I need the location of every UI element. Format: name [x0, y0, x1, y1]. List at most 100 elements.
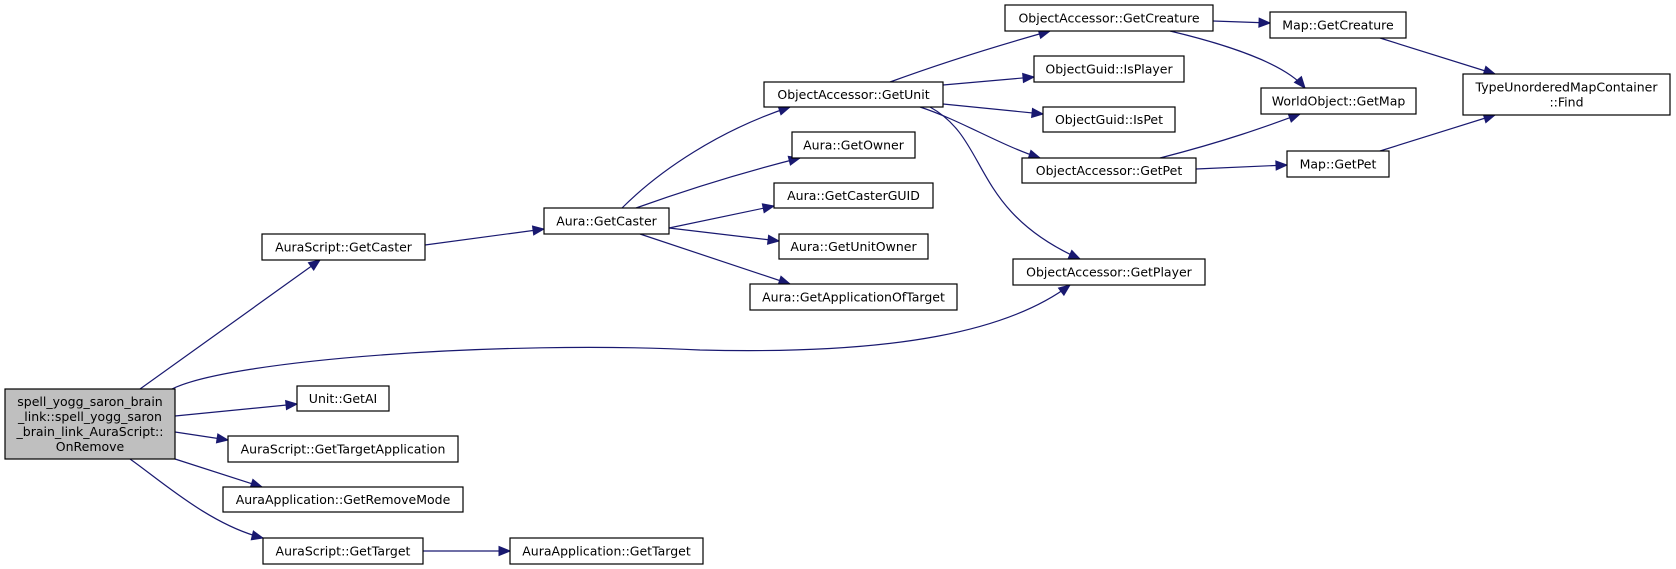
- node-box: [1004, 4, 1214, 32]
- node-box: [773, 182, 934, 209]
- node-box: [261, 233, 426, 261]
- node-box: [262, 537, 424, 565]
- node-as-gettargetapp[interactable]: AuraScript::GetTargetApplication: [227, 435, 459, 463]
- arrowhead-icon: [1031, 107, 1045, 119]
- node-map-getcreature[interactable]: Map::GetCreature: [1269, 11, 1407, 39]
- edge-line: [942, 76, 1035, 86]
- node-box: [1260, 87, 1417, 115]
- node-oa-getcreature[interactable]: ObjectAccessor::GetCreature: [1004, 4, 1214, 32]
- arrowhead-icon: [1275, 160, 1289, 171]
- node-root[interactable]: spell_yogg_saron_brain_link::spell_yogg_…: [4, 388, 176, 460]
- edges-layer: [129, 17, 1497, 557]
- nodes-layer: spell_yogg_saron_brain_link::spell_yogg_…: [4, 4, 1671, 565]
- node-label: Unit::GetAI: [309, 391, 377, 406]
- node-og-ispet[interactable]: ObjectGuid::IsPet: [1042, 106, 1176, 133]
- edge-map_getcreature-to-tumc_find: [1379, 37, 1497, 76]
- edge-line: [668, 227, 780, 242]
- node-box: [222, 486, 464, 513]
- edge-oa_getpet-to-wo_getmap: [1159, 113, 1302, 159]
- edge-line: [174, 403, 298, 417]
- node-unit-getai[interactable]: Unit::GetAI: [296, 385, 390, 412]
- edge-line: [1379, 37, 1496, 75]
- edge-line: [1379, 114, 1496, 152]
- node-label: spell_yogg_saron_brain: [17, 394, 162, 409]
- node-aa-getremovemode[interactable]: AuraApplication::GetRemoveMode: [222, 486, 464, 513]
- node-label: ObjectGuid::IsPlayer: [1045, 62, 1173, 77]
- node-box: [227, 435, 459, 463]
- node-og-isplayer[interactable]: ObjectGuid::IsPlayer: [1033, 55, 1185, 83]
- edge-root-to-oa_getplayer: [171, 284, 1072, 390]
- node-box: [763, 81, 944, 108]
- node-box: [1269, 11, 1407, 39]
- arrowhead-icon: [1057, 284, 1072, 297]
- node-label: ObjectAccessor::GetPlayer: [1026, 265, 1193, 280]
- arrowhead-icon: [307, 259, 322, 271]
- node-label: Aura::GetOwner: [803, 138, 905, 153]
- node-tumc-find[interactable]: TypeUnorderedMapContainer::Find: [1462, 73, 1671, 116]
- arrowhead-icon: [285, 399, 299, 411]
- node-as-gettarget[interactable]: AuraScript::GetTarget: [262, 537, 424, 565]
- edge-line: [668, 205, 775, 229]
- edge-line: [1159, 113, 1301, 159]
- node-aura-getappoftarget[interactable]: Aura::GetApplicationOfTarget: [749, 283, 958, 311]
- edge-root-to-unit_getai: [174, 399, 299, 417]
- node-box: [296, 385, 390, 412]
- edge-root-to-aa_getremovemode: [174, 458, 264, 489]
- node-label: ObjectAccessor::GetPet: [1036, 163, 1183, 178]
- node-box: [1042, 106, 1176, 133]
- edge-line: [139, 259, 321, 390]
- node-label: AuraScript::GetTargetApplication: [241, 442, 446, 457]
- edge-line: [889, 30, 1051, 83]
- edge-line: [424, 228, 545, 246]
- node-label: AuraScript::GetTarget: [276, 544, 411, 559]
- node-as-getcaster[interactable]: AuraScript::GetCaster: [261, 233, 426, 261]
- edge-aura_getcaster-to-oa_getunit: [621, 105, 792, 209]
- edge-line: [639, 233, 791, 285]
- node-wo-getmap[interactable]: WorldObject::GetMap: [1260, 87, 1417, 115]
- node-box: [543, 207, 670, 235]
- edge-line: [635, 157, 801, 209]
- arrowhead-icon: [1287, 113, 1302, 123]
- node-label: ObjectGuid::IsPet: [1055, 112, 1163, 127]
- node-box: [791, 131, 916, 159]
- edge-oa_getcreature-to-map_getcreature: [1212, 17, 1272, 28]
- arrowhead-icon: [215, 433, 230, 444]
- node-aa-gettarget[interactable]: AuraApplication::GetTarget: [509, 537, 704, 565]
- node-label: _link::spell_yogg_saron: [17, 409, 162, 424]
- edge-oa_getunit-to-oa_getcreature: [889, 29, 1052, 83]
- node-box: [1462, 73, 1671, 116]
- node-oa-getplayer[interactable]: ObjectAccessor::GetPlayer: [1012, 258, 1206, 286]
- arrowhead-icon: [761, 203, 776, 214]
- node-label: WorldObject::GetMap: [1272, 94, 1406, 109]
- arrowhead-icon: [1293, 75, 1306, 90]
- node-box: [1033, 55, 1185, 83]
- node-box: [1012, 258, 1206, 286]
- node-label: Aura::GetUnitOwner: [790, 239, 917, 254]
- edge-oa_getunit-to-oa_getpet: [919, 106, 1042, 160]
- edge-line: [174, 458, 263, 488]
- node-aura-getcaster[interactable]: Aura::GetCaster: [543, 207, 670, 235]
- node-oa-getunit[interactable]: ObjectAccessor::GetUnit: [763, 81, 944, 108]
- edge-line: [129, 458, 264, 539]
- node-aura-getunitowner[interactable]: Aura::GetUnitOwner: [778, 233, 929, 260]
- node-box: [749, 283, 958, 311]
- edge-oa_getpet-to-map_getpet: [1195, 160, 1289, 171]
- node-map-getpet[interactable]: Map::GetPet: [1286, 150, 1390, 178]
- edge-as_gettarget-to-aa_gettarget: [423, 545, 512, 557]
- node-label: Map::GetPet: [1300, 157, 1377, 172]
- edge-oa_getcreature-to-wo_getmap: [1169, 30, 1306, 90]
- node-label: OnRemove: [56, 439, 125, 454]
- node-aura-getcasterguid[interactable]: Aura::GetCasterGUID: [773, 182, 934, 209]
- edge-line: [1195, 164, 1288, 170]
- node-oa-getpet[interactable]: ObjectAccessor::GetPet: [1021, 157, 1197, 184]
- node-label: TypeUnorderedMapContainer: [1475, 80, 1659, 95]
- node-label: Aura::GetCasterGUID: [787, 188, 920, 203]
- edge-line: [1169, 30, 1306, 89]
- arrowhead-icon: [498, 545, 512, 557]
- arrowhead-icon: [1022, 72, 1036, 84]
- arrowhead-icon: [1258, 17, 1272, 28]
- edge-oa_getunit-to-og_isplayer: [942, 72, 1036, 86]
- node-aura-getowner[interactable]: Aura::GetOwner: [791, 131, 916, 159]
- edge-line: [919, 106, 1041, 159]
- edge-line: [621, 106, 791, 209]
